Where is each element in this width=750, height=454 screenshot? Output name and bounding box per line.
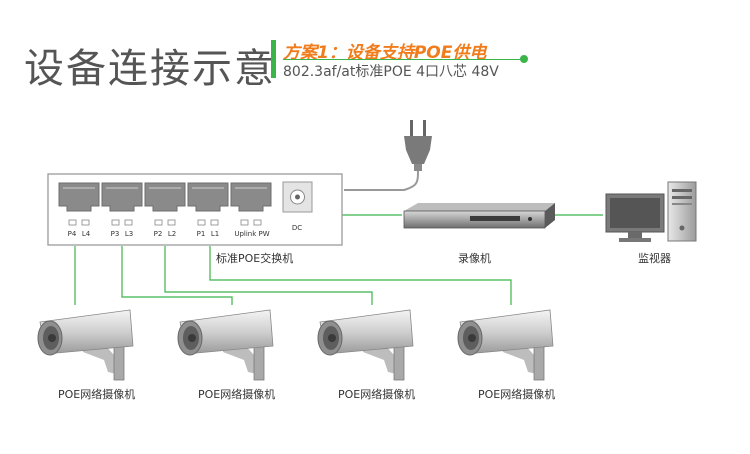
camera-label-4: POE网络摄像机 bbox=[478, 388, 556, 401]
cable-lines bbox=[74, 214, 603, 305]
camera-2 bbox=[177, 309, 274, 381]
camera-label-1: POE网络摄像机 bbox=[58, 388, 136, 401]
port-leds bbox=[68, 219, 262, 226]
port-label-l3: L3 bbox=[125, 230, 133, 238]
power-plug-icon bbox=[344, 120, 432, 191]
camera-4 bbox=[457, 309, 554, 381]
title-dot bbox=[520, 55, 528, 63]
recorder-label: 录像机 bbox=[458, 252, 491, 265]
camera-3 bbox=[317, 309, 414, 381]
page-title: 设备连接示意 bbox=[24, 46, 276, 92]
camera-1 bbox=[37, 309, 134, 381]
port-label-l4: L4 bbox=[82, 230, 91, 238]
port-label-l2: L2 bbox=[168, 230, 176, 238]
port-label-l1: L1 bbox=[211, 230, 219, 238]
monitor-label: 监视器 bbox=[638, 252, 671, 265]
port-label-p4: P4 bbox=[68, 230, 77, 238]
title-underline bbox=[283, 59, 521, 60]
title-accent-bar bbox=[271, 40, 276, 78]
rj45-ports bbox=[58, 182, 272, 212]
camera-label-2: POE网络摄像机 bbox=[198, 388, 276, 401]
port-label-uplink: Uplink PW bbox=[234, 230, 269, 238]
port-label-p1: P1 bbox=[197, 230, 206, 238]
plan-title: 方案1：设备支持POE供电 bbox=[283, 43, 487, 63]
switch-label: 标准POE交换机 bbox=[216, 252, 294, 265]
camera-label-3: POE网络摄像机 bbox=[338, 388, 416, 401]
nvr-recorder bbox=[403, 203, 555, 229]
port-label-p2: P2 bbox=[154, 230, 163, 238]
cable-p2-camera3 bbox=[164, 246, 373, 305]
cable-p3-camera2 bbox=[121, 246, 233, 305]
port-label-dc: DC bbox=[292, 224, 302, 232]
port-label-p3: P3 bbox=[111, 230, 120, 238]
dc-jack-icon bbox=[282, 181, 313, 213]
monitor-pc bbox=[605, 181, 697, 242]
plan-spec: 802.3af/at标准POE 4口八芯 48V bbox=[283, 64, 499, 80]
cable-p1-camera4 bbox=[209, 246, 512, 305]
poe-switch: P4 L4 P3 L3 P2 L2 P1 L1 Uplink PW DC bbox=[47, 173, 343, 246]
